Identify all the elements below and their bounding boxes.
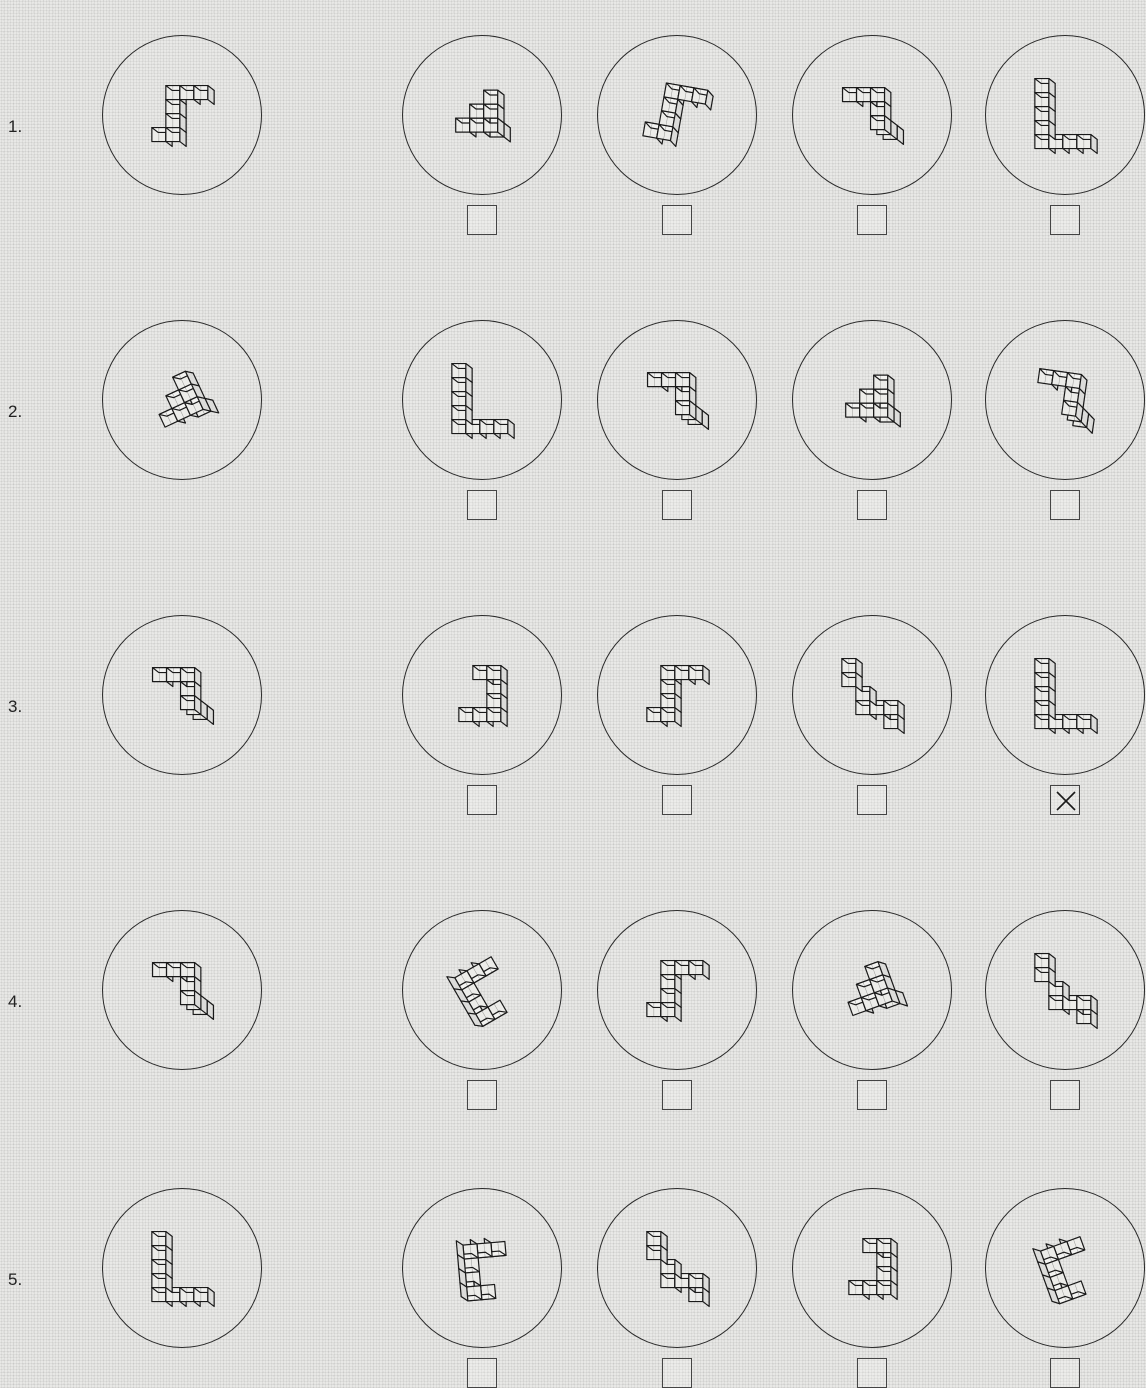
option-figure-circle: [402, 615, 562, 775]
cube-figure: [648, 373, 709, 430]
cube-figure: [447, 953, 519, 1030]
cube-figure: [1035, 79, 1097, 154]
option-figure-circle: [597, 35, 757, 195]
option-figure-circle: [985, 35, 1145, 195]
option-figure-circle: [402, 910, 562, 1070]
option-figure-circle: [402, 1188, 562, 1348]
item-number: 2.: [8, 402, 22, 422]
option-figure-circle: [985, 1188, 1145, 1348]
cube-figure: [846, 375, 901, 427]
target-figure-circle: [102, 910, 262, 1070]
option-figure-circle: [402, 35, 562, 195]
option-figure-circle: [402, 320, 562, 480]
answer-checkbox[interactable]: [467, 1080, 497, 1110]
target-figure-circle: [102, 1188, 262, 1348]
answer-checkbox[interactable]: [857, 785, 887, 815]
cube-figure: [153, 668, 214, 725]
cube-figure: [842, 659, 904, 734]
option-figure-circle: [597, 320, 757, 480]
answer-checkbox[interactable]: [1050, 785, 1080, 815]
cube-figure: [152, 86, 214, 147]
cube-figure: [1033, 1232, 1099, 1306]
cube-figure: [1035, 954, 1097, 1029]
option-figure-circle: [597, 615, 757, 775]
cube-figure: [647, 666, 709, 727]
cube-figure: [452, 364, 514, 439]
item-number: 3.: [8, 697, 22, 717]
answer-checkbox[interactable]: [1050, 1080, 1080, 1110]
cube-figure: [647, 961, 709, 1022]
option-figure-circle: [792, 910, 952, 1070]
answer-checkbox[interactable]: [857, 205, 887, 235]
cube-figure: [843, 88, 904, 145]
item-number: 1.: [8, 117, 22, 137]
option-figure-circle: [792, 320, 952, 480]
answer-checkbox[interactable]: [1050, 490, 1080, 520]
answer-checkbox[interactable]: [467, 205, 497, 235]
target-figure-circle: [102, 35, 262, 195]
item-number: 4.: [8, 992, 22, 1012]
cube-figure: [153, 963, 214, 1020]
answer-checkbox[interactable]: [857, 1080, 887, 1110]
item-number: 5.: [8, 1270, 22, 1290]
cube-figure: [1035, 659, 1097, 734]
answer-checkbox[interactable]: [857, 490, 887, 520]
option-figure-circle: [985, 615, 1145, 775]
cube-figure: [647, 1232, 709, 1307]
cube-figure: [152, 1232, 214, 1307]
cube-figure: [456, 1237, 509, 1302]
cube-figure: [838, 957, 907, 1024]
target-figure-circle: [102, 615, 262, 775]
cube-figure: [642, 81, 714, 152]
option-figure-circle: [792, 35, 952, 195]
cube-figure: [456, 90, 511, 142]
option-figure-circle: [985, 910, 1145, 1070]
option-figure-circle: [597, 1188, 757, 1348]
option-figure-circle: [597, 910, 757, 1070]
answer-checkbox[interactable]: [467, 490, 497, 520]
cube-figure: [1032, 369, 1100, 434]
cube-figure: [147, 366, 218, 436]
cube-figure: [459, 666, 507, 727]
answer-checkbox[interactable]: [662, 785, 692, 815]
target-figure-circle: [102, 320, 262, 480]
check-mark-icon: [1051, 786, 1081, 816]
answer-checkbox[interactable]: [662, 1080, 692, 1110]
option-figure-circle: [792, 615, 952, 775]
answer-checkbox[interactable]: [662, 490, 692, 520]
option-figure-circle: [792, 1188, 952, 1348]
option-figure-circle: [985, 320, 1145, 480]
answer-checkbox[interactable]: [662, 205, 692, 235]
answer-checkbox[interactable]: [467, 785, 497, 815]
cube-figure: [849, 1239, 897, 1300]
answer-checkbox[interactable]: [1050, 205, 1080, 235]
